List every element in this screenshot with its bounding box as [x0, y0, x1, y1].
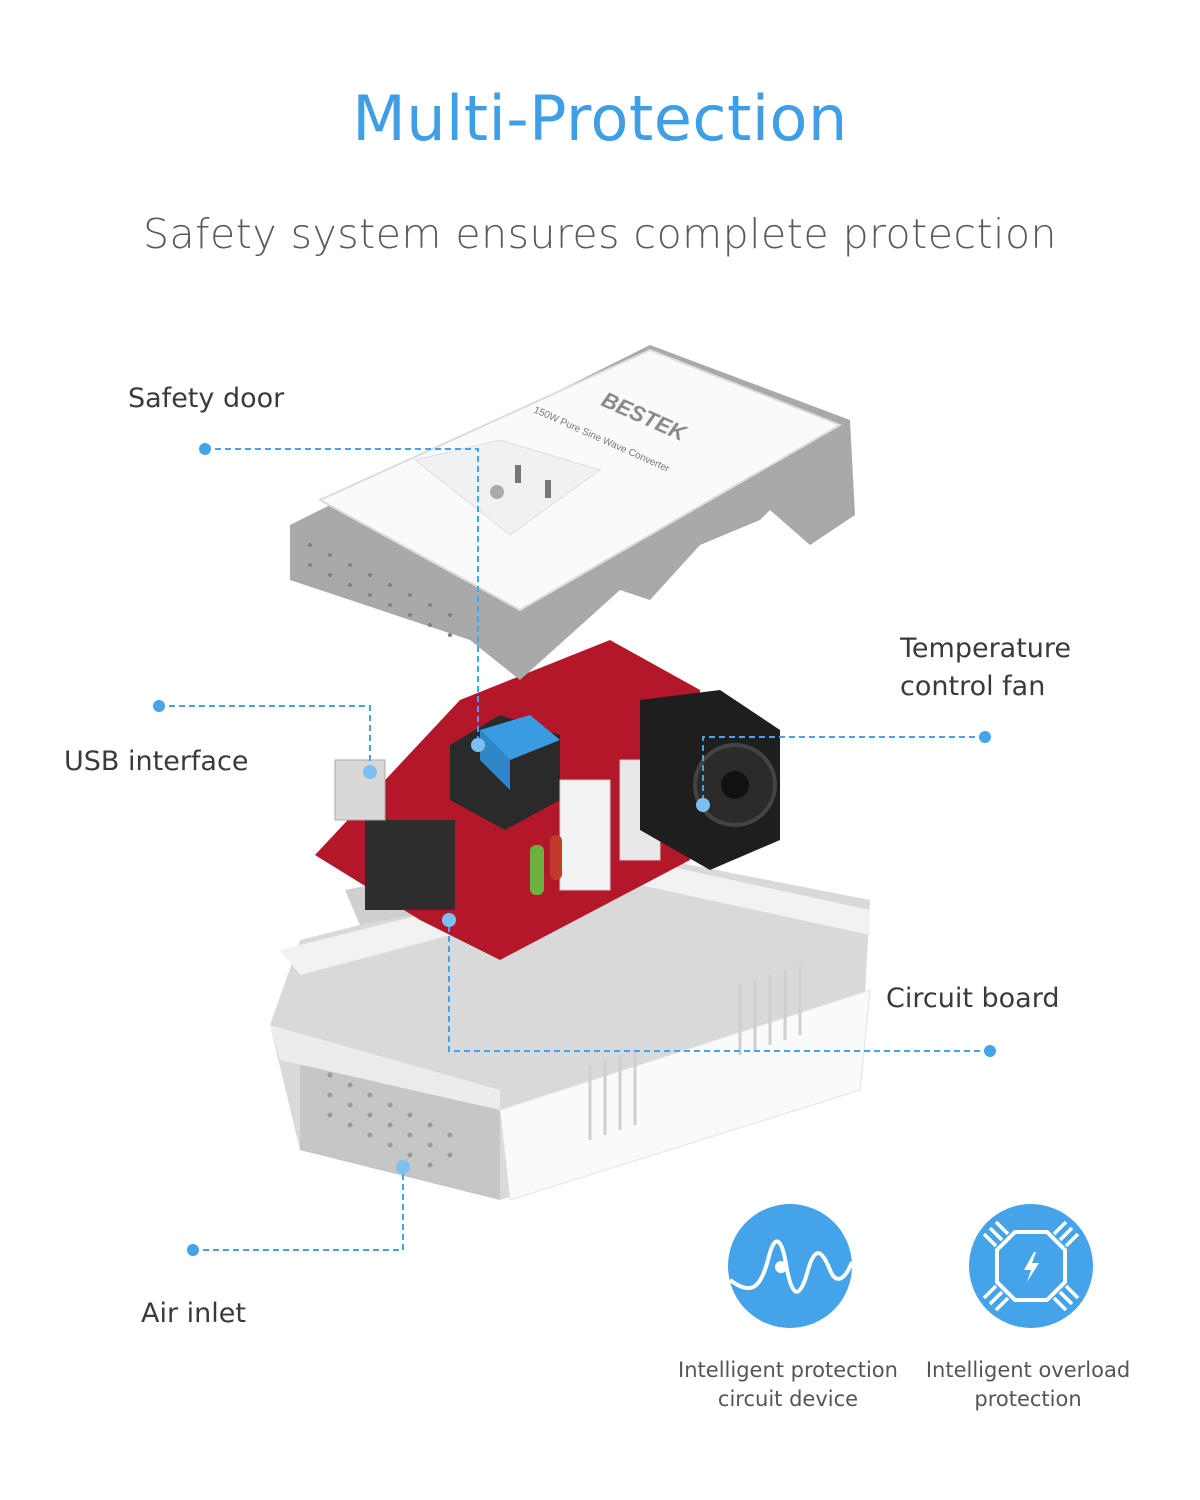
callout-safety-door: Safety door — [128, 383, 285, 414]
caption-line: Intelligent protection — [678, 1358, 898, 1382]
feature-caption-protection-circuit: Intelligent protection circuit device — [658, 1356, 918, 1414]
callout-temperature-fan: Temperature control fan — [900, 633, 1072, 702]
callout-air-inlet: Air inlet — [141, 1298, 246, 1329]
feature-caption-overload: Intelligent overload protection — [898, 1356, 1158, 1414]
caption-line: Intelligent overload — [925, 1358, 1131, 1382]
callout-usb-interface: USB interface — [64, 746, 249, 777]
leader-lines — [159, 448, 990, 1251]
chip-lightning-icon — [969, 1204, 1093, 1328]
callout-circuit-board: Circuit board — [886, 983, 1060, 1014]
caption-line: protection — [974, 1387, 1082, 1411]
leader-dots — [153, 443, 996, 1256]
sine-wave-icon — [728, 1204, 854, 1328]
bottom-case — [270, 855, 871, 1201]
top-cover: BESTEK 150W Pure Sine Wave Converter — [290, 345, 855, 680]
page-title: Multi-Protection — [352, 82, 848, 155]
caption-line: circuit device — [717, 1387, 859, 1411]
page-subtitle: Safety system ensures complete protectio… — [142, 210, 1058, 258]
